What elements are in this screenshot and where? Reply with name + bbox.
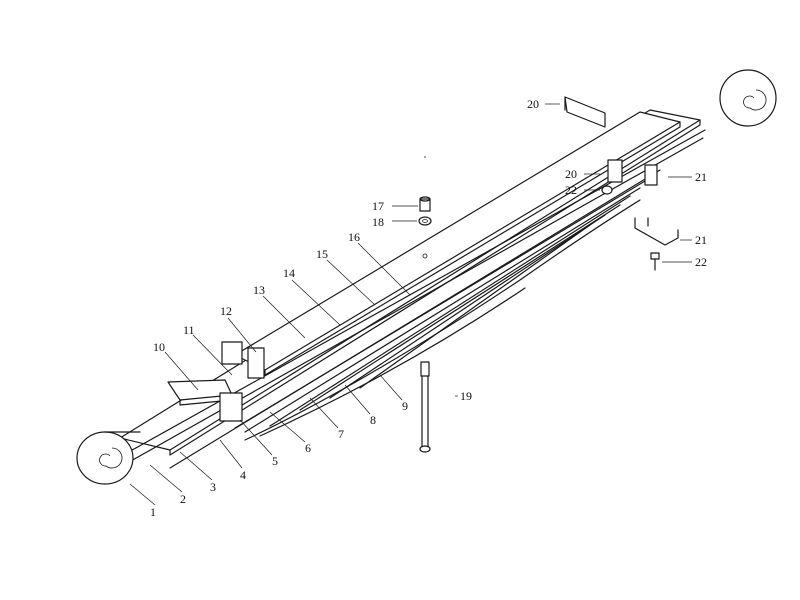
callout-22-lower: 22 (695, 255, 707, 269)
u-bracket-20-top (564, 96, 606, 128)
callout-8: 8 (370, 413, 376, 427)
center-bolt-19 (419, 361, 431, 453)
callout-21-lower: 21 (695, 233, 707, 247)
washer-18 (418, 216, 432, 226)
front-spring-eye (76, 431, 141, 485)
callout-14: 14 (283, 266, 295, 280)
callout-1: 1 (150, 505, 156, 519)
spring-belly-2 (259, 287, 526, 437)
rear-spring-eye (719, 69, 777, 127)
callout-21-upper: 21 (695, 170, 707, 184)
front-clip-11 (221, 341, 243, 365)
center-nut-17 (419, 196, 431, 212)
callout-15: 15 (316, 247, 328, 261)
callout-3: 3 (210, 480, 216, 494)
rear-clip (644, 164, 658, 186)
bracket-21-lower (634, 217, 679, 246)
nut-22-upper (601, 185, 613, 195)
callout-16: 16 (348, 230, 360, 244)
callout-13: 13 (253, 283, 265, 297)
leaf-10 (359, 224, 591, 389)
leaf-2 (117, 129, 706, 459)
callout-17: 17 (372, 199, 384, 213)
callout-20-top: 20 (527, 97, 539, 111)
bolt-22-lower (650, 252, 660, 271)
leaf-9 (329, 214, 606, 399)
leaf-3 (121, 137, 704, 467)
callout-labels: 1 2 3 4 5 6 7 8 9 10 11 12 13 14 15 16 1… (150, 97, 707, 519)
callout-6: 6 (305, 441, 311, 455)
callout-10: 10 (153, 340, 165, 354)
rear-clip-upper (607, 159, 623, 183)
main-leaf-edge (169, 119, 701, 456)
spring-belly (244, 199, 641, 441)
leader-lines (129, 103, 692, 506)
leaf-8 (299, 204, 621, 411)
front-clip-lower (219, 392, 243, 422)
callout-5: 5 (272, 454, 278, 468)
front-clip-12 (247, 347, 265, 379)
callout-11: 11 (183, 323, 195, 337)
callout-4: 4 (240, 468, 246, 482)
callout-19: 19 (460, 389, 472, 403)
center-hole (422, 253, 428, 259)
leaf-5 (234, 177, 651, 429)
leaf-6 (244, 187, 641, 433)
helper-leaf-edge (264, 121, 681, 376)
callout-20-mid: 20 (565, 167, 577, 181)
leaf-7 (269, 195, 631, 427)
callout-9: 9 (402, 399, 408, 413)
callout-22-upper: 22 (565, 183, 577, 197)
callout-12: 12 (220, 304, 232, 318)
leaf-spring-assembly (76, 69, 777, 485)
callout-2: 2 (180, 492, 186, 506)
callout-7: 7 (338, 427, 344, 441)
callout-18: 18 (372, 215, 384, 229)
